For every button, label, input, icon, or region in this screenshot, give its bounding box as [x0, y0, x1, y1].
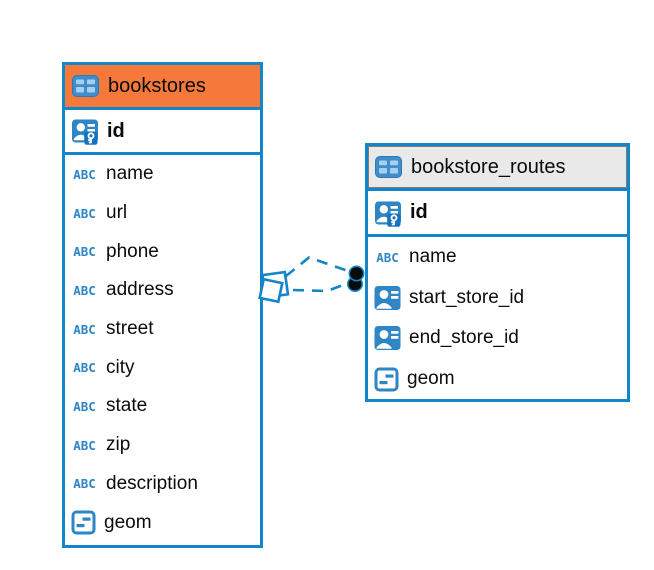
column-row-description[interactable]: ABC description — [65, 465, 260, 504]
column-row-end-store-id[interactable]: end_store_id — [368, 318, 627, 359]
column-name: id — [107, 119, 125, 142]
text-type-icon: ABC — [376, 249, 399, 265]
text-type-icon: ABC — [73, 476, 96, 492]
diamond-end-marker — [258, 270, 290, 304]
table-icon — [72, 75, 99, 97]
person-key-icon — [374, 199, 402, 227]
text-type-icon: ABC — [73, 321, 96, 337]
column-name: city — [106, 356, 135, 378]
table-name: bookstore_routes — [411, 155, 566, 178]
text-type-icon: ABC — [73, 437, 96, 453]
text-type-icon: ABC — [73, 244, 96, 260]
column-name: id — [410, 201, 428, 223]
text-type-icon: ABC — [73, 360, 96, 376]
column-name: description — [106, 472, 198, 494]
column-name: name — [106, 163, 154, 185]
column-row-start-store-id[interactable]: start_store_id — [368, 278, 627, 319]
column-row-address[interactable]: ABC address — [65, 271, 260, 310]
person-ref-icon — [374, 285, 401, 311]
foreign-key-relationship[interactable] — [258, 256, 365, 304]
column-row-geom[interactable]: geom — [368, 359, 627, 400]
column-row-state[interactable]: ABC state — [65, 387, 260, 426]
column-list: ABC name start_store_id end_store_id geo… — [368, 237, 627, 399]
column-name: state — [106, 395, 148, 417]
column-name: address — [106, 279, 174, 301]
column-name: geom — [104, 511, 152, 533]
table-bookstore-routes[interactable]: bookstore_routes id ABC name start_store… — [365, 143, 630, 402]
dot-end-marker — [346, 265, 365, 292]
column-name: street — [106, 318, 154, 340]
column-name: end_store_id — [409, 327, 519, 349]
column-name: name — [409, 246, 457, 268]
relationship-line-upper[interactable] — [285, 256, 352, 278]
column-row-name[interactable]: ABC name — [65, 155, 260, 194]
column-row-street[interactable]: ABC street — [65, 310, 260, 349]
column-name: start_store_id — [409, 286, 525, 308]
text-type-icon: ABC — [73, 282, 96, 298]
column-row-phone[interactable]: ABC phone — [65, 232, 260, 271]
column-row-geom[interactable]: geom — [65, 503, 260, 542]
column-row-name[interactable]: ABC name — [368, 237, 627, 278]
primary-key-row[interactable]: id — [65, 110, 260, 155]
object-type-icon — [71, 510, 96, 535]
primary-key-row[interactable]: id — [368, 191, 627, 237]
column-name: url — [106, 202, 128, 224]
text-type-icon: ABC — [73, 205, 96, 221]
column-row-city[interactable]: ABC city — [65, 348, 260, 387]
object-type-icon — [374, 367, 399, 392]
column-name: zip — [106, 434, 131, 456]
column-row-url[interactable]: ABC url — [65, 194, 260, 233]
column-name: phone — [106, 240, 159, 262]
column-list: ABC name ABC url ABC phone ABC address A… — [65, 155, 260, 542]
table-name: bookstores — [108, 74, 206, 97]
table-header-bookstores[interactable]: bookstores — [65, 65, 260, 110]
text-type-icon: ABC — [73, 166, 96, 182]
table-icon — [375, 156, 402, 178]
text-type-icon: ABC — [73, 398, 96, 414]
column-name: geom — [407, 368, 455, 390]
relationship-line-lower[interactable] — [292, 280, 352, 293]
table-bookstores[interactable]: bookstores id ABC name ABC url ABC phone… — [62, 62, 263, 548]
table-header-bookstore-routes[interactable]: bookstore_routes — [368, 146, 627, 191]
column-row-zip[interactable]: ABC zip — [65, 426, 260, 465]
person-key-icon — [71, 117, 99, 145]
person-ref-icon — [374, 325, 401, 351]
